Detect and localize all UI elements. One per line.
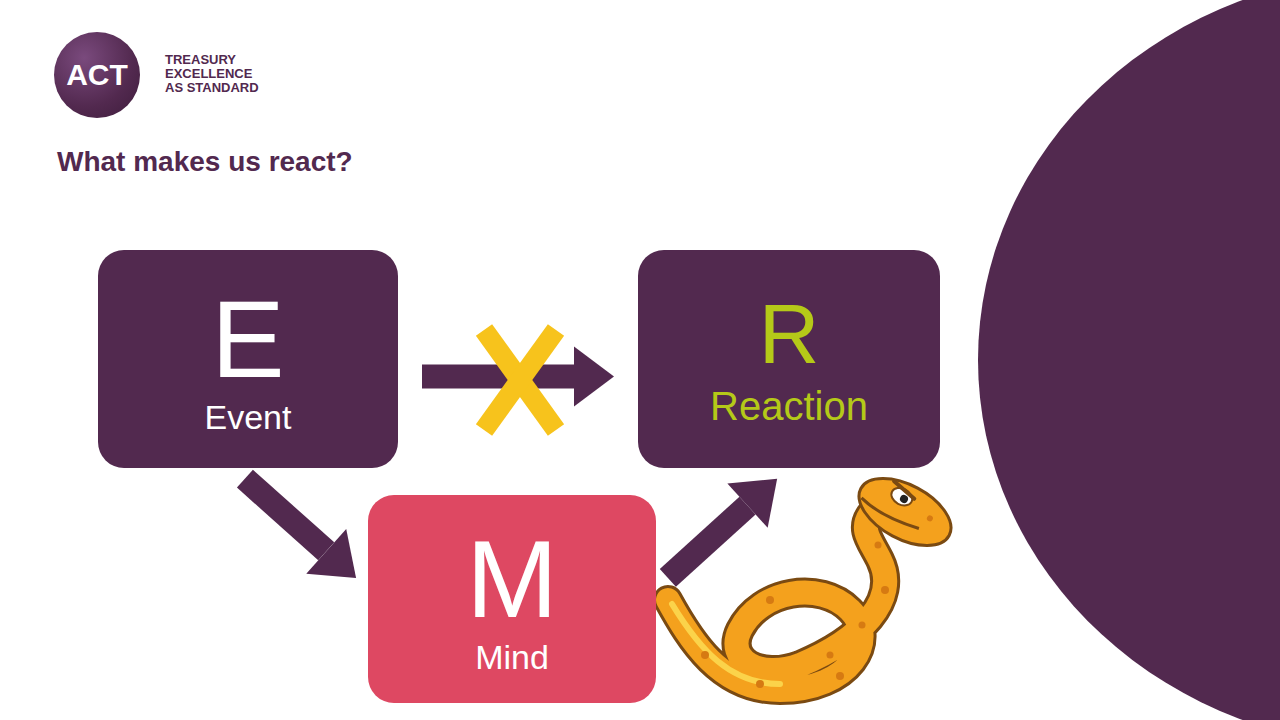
- logo-letters: ACT: [54, 32, 140, 118]
- snake-illustration: [668, 465, 962, 690]
- arrow-shaft: [668, 506, 748, 578]
- logo-circle: ACTTREASURY EXCELLENCE AS STANDARD: [54, 32, 140, 118]
- mind-box: M Mind: [368, 495, 656, 703]
- box-letter: E: [211, 284, 284, 394]
- reaction-box: R Reaction: [638, 250, 940, 468]
- snake-outline: [668, 515, 885, 690]
- event-box: E Event: [98, 250, 398, 468]
- arrow-head: [727, 479, 777, 528]
- half-circle: [978, 0, 1280, 720]
- block-arrow: [668, 479, 777, 578]
- snake-body: [668, 515, 885, 690]
- cross-stroke: [484, 330, 556, 430]
- arrow-shaft: [245, 479, 326, 552]
- snake-spots: [701, 542, 889, 689]
- slide-title: What makes us react?: [57, 146, 353, 178]
- cross-stroke: [484, 330, 556, 430]
- snake-highlight: [672, 604, 780, 684]
- arrow-head: [574, 346, 614, 406]
- box-label: Mind: [475, 640, 549, 674]
- box-label: Reaction: [710, 386, 868, 426]
- logo-tagline: TREASURY EXCELLENCE AS STANDARD: [165, 53, 269, 95]
- box-letter: R: [759, 292, 820, 376]
- arrow-head: [306, 529, 356, 578]
- arrow-shaft: [422, 364, 574, 388]
- block-arrow: [245, 479, 356, 578]
- box-label: Event: [205, 400, 292, 434]
- cross-mark: [484, 330, 556, 430]
- snake-head: [848, 465, 962, 560]
- box-letter: M: [466, 524, 558, 634]
